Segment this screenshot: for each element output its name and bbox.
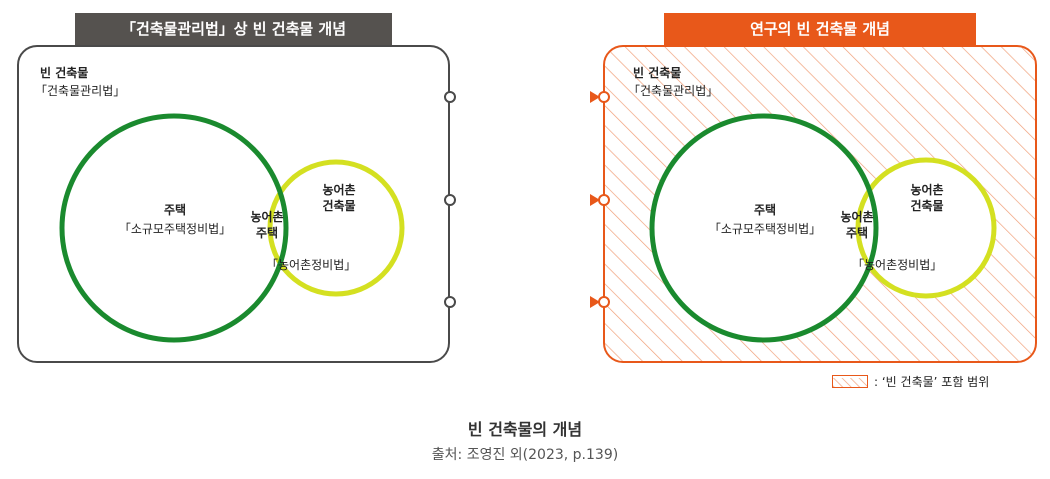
left-overlap-label-2: 주택 xyxy=(255,226,279,240)
left-housing-law: 「소규모주택정비법」 xyxy=(118,222,232,236)
arrow-top xyxy=(444,91,610,103)
right-rural-label-2: 건축물 xyxy=(910,199,944,213)
right-rural-fill xyxy=(858,160,994,296)
right-panel-title: 연구의 빈 건축물 개념 xyxy=(664,13,976,45)
legend-hatch-swatch xyxy=(832,375,868,388)
right-outer-law: 「건축물관리법」 xyxy=(628,84,719,98)
left-rural-label-1: 농어촌 xyxy=(322,183,356,197)
right-rural-circle xyxy=(855,157,997,299)
left-overlap-label-1: 농어촌 xyxy=(250,210,284,224)
figure-source: 출처: 조영진 외(2023, p.139) xyxy=(431,447,619,463)
left-rural-circle xyxy=(267,159,405,297)
left-panel-title: 「건축물관리법」상 빈 건축물 개념 xyxy=(75,13,392,45)
right-housing-law: 「소규모주택정비법」 xyxy=(708,222,822,236)
left-housing-label: 주택 xyxy=(163,203,187,217)
right-overlap-label-1: 농어촌 xyxy=(840,210,874,224)
left-rural-law: 「농어촌정비법」 xyxy=(266,258,357,272)
right-housing-fill xyxy=(652,116,876,340)
right-rural-law: 「농어촌정비법」 xyxy=(852,258,943,272)
connector-arrows xyxy=(444,91,610,308)
right-outer-label: 빈 건축물 xyxy=(633,66,682,80)
legend-text: : ‘빈 건축물’ 포함 범위 xyxy=(874,375,990,389)
right-rural-label-1: 농어촌 xyxy=(910,183,944,197)
right-housing-label: 주택 xyxy=(753,203,777,217)
left-housing-circle xyxy=(59,113,289,343)
arrow-bottom xyxy=(444,296,610,308)
left-rural-label-2: 건축물 xyxy=(322,199,356,213)
right-overlap-label-2: 주택 xyxy=(845,226,869,240)
right-housing-circle xyxy=(649,113,879,343)
left-outer-law: 「건축물관리법」 xyxy=(35,84,126,98)
figure-caption: 빈 건축물의 개념 xyxy=(467,420,583,439)
left-outer-label: 빈 건축물 xyxy=(40,66,89,80)
arrow-middle xyxy=(444,194,610,206)
